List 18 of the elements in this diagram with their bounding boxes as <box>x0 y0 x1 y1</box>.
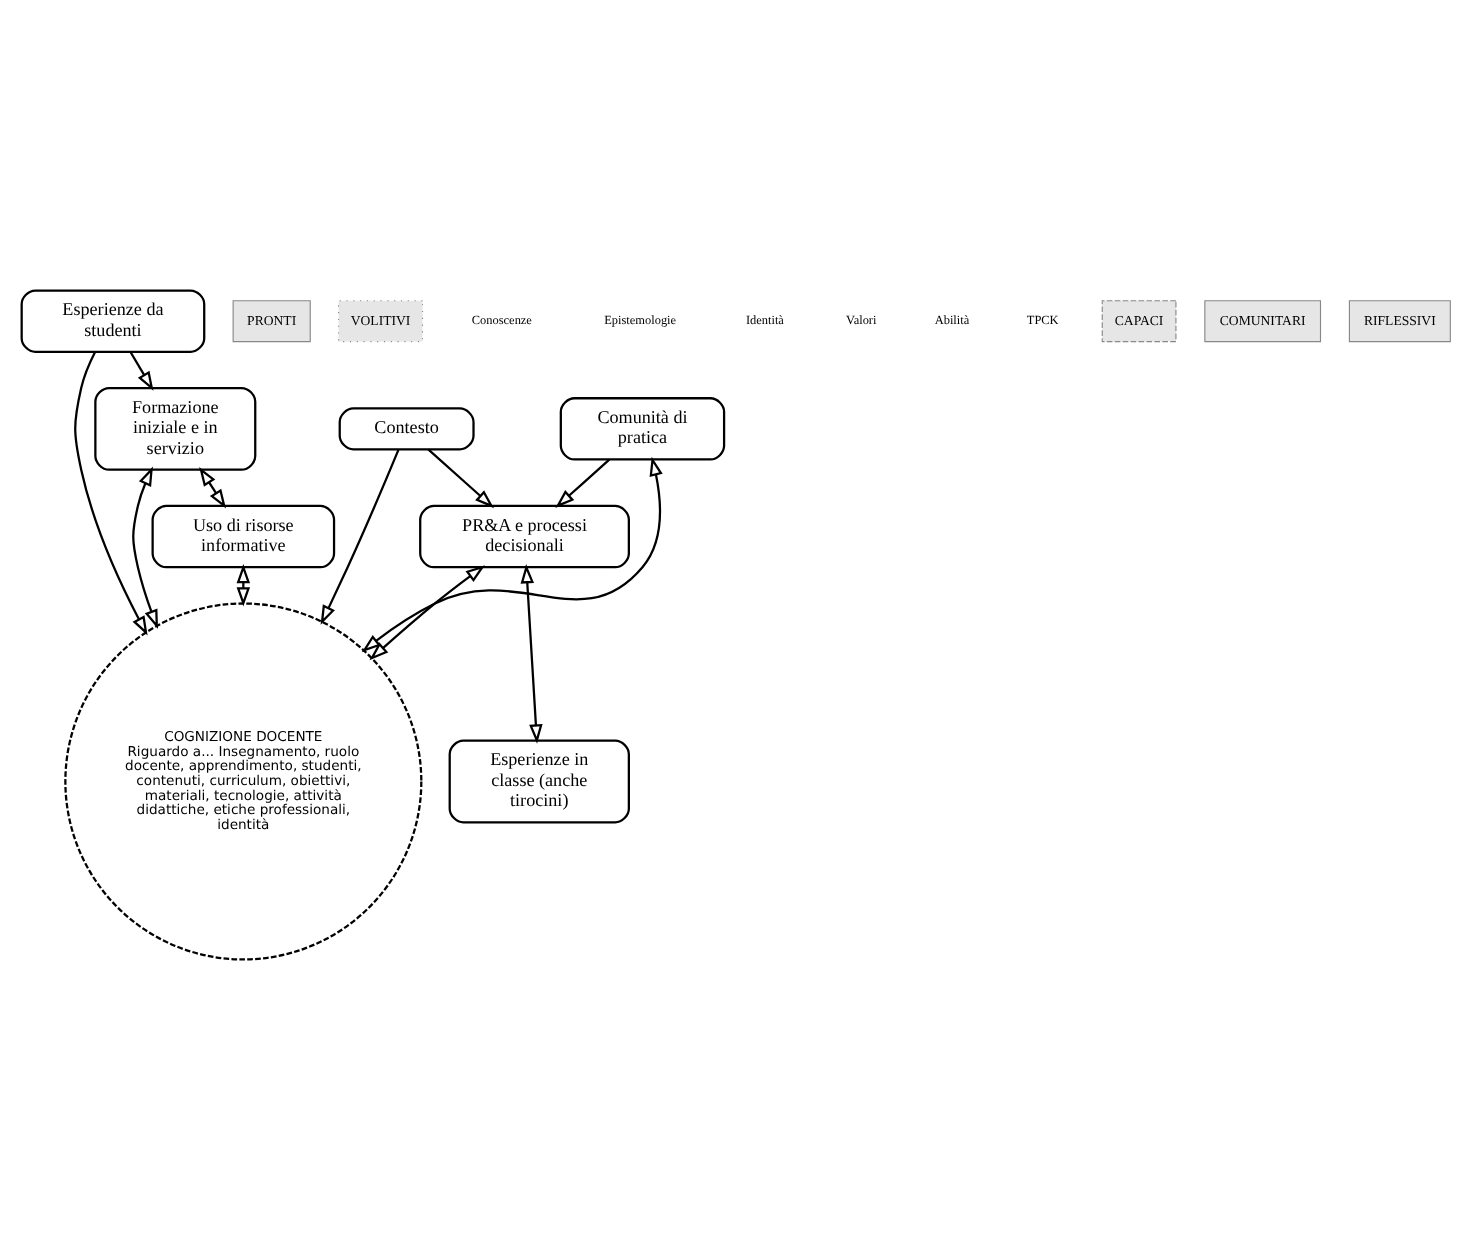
arrow <box>132 465 159 628</box>
node-box: Comunità di pratica <box>559 396 726 460</box>
node-box: Formazione iniziale e in servizio <box>94 385 257 470</box>
arrow <box>520 563 543 743</box>
arrow <box>129 350 154 390</box>
arrow <box>74 350 148 635</box>
node-box: Contesto <box>338 406 475 450</box>
arrow <box>427 447 495 508</box>
arrow <box>369 564 486 660</box>
arrow <box>199 466 227 508</box>
node-box: PR&A e processi decisionali <box>419 503 630 568</box>
node-box: Esperienze da studenti <box>20 288 206 352</box>
arrow <box>555 457 611 507</box>
arrow <box>320 448 400 624</box>
arrow <box>361 455 663 652</box>
node-box: Uso di risorse informative <box>151 503 336 568</box>
arrow <box>236 563 251 606</box>
node-box: Esperienze in classe (anche tirocini) <box>448 738 630 823</box>
